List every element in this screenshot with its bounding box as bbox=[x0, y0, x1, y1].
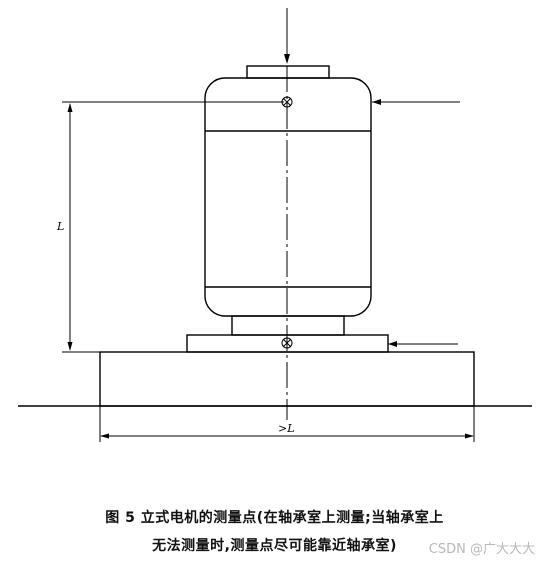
figure-caption-line-2: 无法测量时,测量点尽可能靠近轴承室) bbox=[152, 538, 397, 554]
upper-side-arrow-head bbox=[372, 99, 381, 105]
base-width-dimension-label: >L bbox=[278, 422, 295, 435]
lower-measuring-point-icon bbox=[281, 337, 293, 349]
height-dimension-arrow-bottom bbox=[67, 342, 73, 351]
height-dimension-arrow-top bbox=[67, 103, 73, 112]
lower-side-arrow-head bbox=[388, 341, 397, 347]
motor-neck bbox=[231, 315, 345, 336]
watermark: CSDN @广大大大 bbox=[428, 542, 535, 557]
motor-top-cap bbox=[246, 65, 330, 79]
motor-body bbox=[204, 77, 372, 317]
top-arrow-head bbox=[284, 54, 290, 64]
base-width-arrow-left bbox=[100, 433, 109, 439]
base-width-arrow-right bbox=[465, 433, 474, 439]
figure-caption-line-1: 图 5 立式电机的测量点(在轴承室上测量;当轴承室上 bbox=[105, 510, 444, 526]
height-dimension-label: L bbox=[56, 220, 64, 233]
